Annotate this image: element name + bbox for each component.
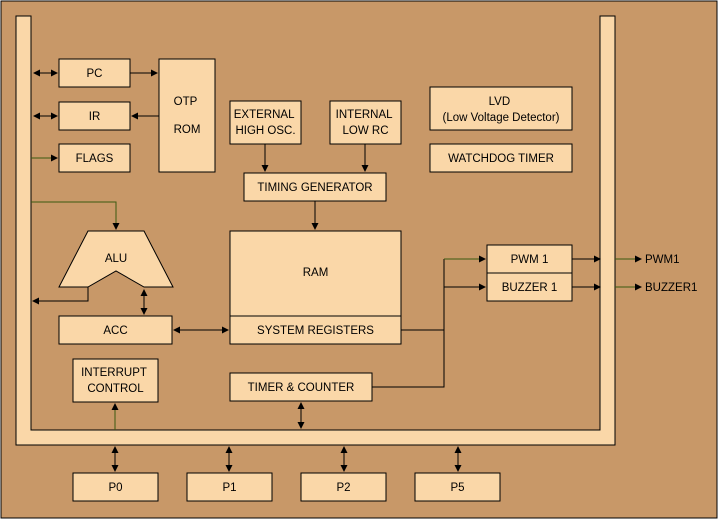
interrupt-control-label: INTERRUPT CONTROL bbox=[81, 367, 150, 395]
watchdog-label: WATCHDOG TIMER bbox=[448, 153, 554, 165]
port-p1-label: P1 bbox=[222, 482, 236, 494]
ram-block bbox=[229, 230, 402, 317]
ram-label: RAM bbox=[303, 267, 329, 279]
alu-block bbox=[58, 230, 174, 288]
port-p0-label: P0 bbox=[108, 482, 122, 494]
flags-block bbox=[58, 143, 131, 173]
port-p5-block bbox=[414, 472, 501, 502]
timing-generator-label: TIMING GENERATOR bbox=[257, 182, 372, 194]
ir-block bbox=[58, 101, 131, 131]
ir-label: IR bbox=[89, 111, 101, 123]
pwm1-label: PWM 1 bbox=[511, 254, 549, 266]
timer-to-pwm-wire bbox=[372, 259, 445, 388]
port-p0-block bbox=[72, 472, 159, 502]
lvd-label: LVD (Low Voltage Detector) bbox=[443, 96, 560, 124]
system-registers-label: SYSTEM REGISTERS bbox=[257, 325, 374, 337]
port-p1-block bbox=[186, 472, 273, 502]
buzzer1-label: BUZZER 1 bbox=[502, 282, 558, 294]
alu-bus-arrow bbox=[32, 287, 89, 305]
lvd-block bbox=[429, 86, 573, 131]
flags-label: FLAGS bbox=[76, 153, 114, 165]
pwm1-output-label: PWM1 bbox=[645, 254, 680, 266]
port-p5-label: P5 bbox=[450, 482, 464, 494]
timer-counter-block bbox=[229, 372, 373, 402]
internal-rc-label: INTERNAL LOW RC bbox=[336, 109, 396, 137]
acc-block bbox=[58, 315, 173, 345]
internal-rc-block bbox=[329, 100, 402, 145]
internal-bus bbox=[15, 15, 616, 446]
alu-label: ALU bbox=[105, 253, 127, 265]
external-osc-block bbox=[229, 100, 302, 145]
port-p2-label: P2 bbox=[336, 482, 350, 494]
pc-label: PC bbox=[87, 68, 103, 80]
system-registers-block bbox=[229, 315, 402, 345]
otp-rom-block bbox=[158, 58, 216, 173]
watchdog-block bbox=[429, 143, 573, 173]
pc-block bbox=[58, 58, 131, 88]
buzzer1-output-label: BUZZER1 bbox=[645, 282, 697, 294]
port-p2-block bbox=[300, 472, 387, 502]
bus-alu-arrow bbox=[31, 201, 120, 230]
external-osc-label: EXTERNAL HIGH OSC. bbox=[234, 109, 298, 137]
otp-rom-label: OTP ROM bbox=[174, 96, 201, 136]
acc-label: ACC bbox=[103, 325, 127, 337]
pwm1-block bbox=[486, 244, 573, 274]
timer-counter-label: TIMER & COUNTER bbox=[248, 382, 355, 394]
interrupt-control-block bbox=[72, 358, 159, 403]
